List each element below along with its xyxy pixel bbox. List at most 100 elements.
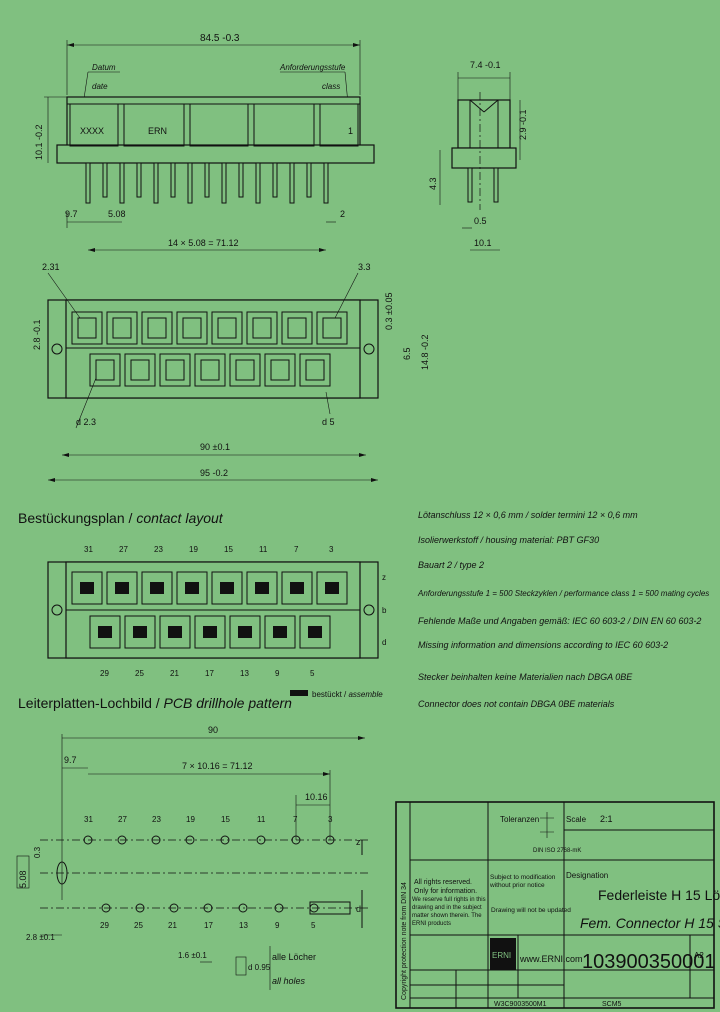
- side-view: 7.4 -0.1 2.9 -0.1 4.3 0.5 10.1: [428, 60, 528, 251]
- pcb-top-number: 7: [293, 815, 298, 824]
- pcb-top-number: 3: [328, 815, 333, 824]
- front-view: 84.5 -0.3 Datum date Anforderungsstufe c…: [34, 33, 375, 252]
- pcb-bottom-number: 5: [311, 921, 316, 930]
- pcb-heading-de: Leiterplatten-Lochbild: [18, 695, 152, 711]
- front-dim-pitch-total: 14 × 5.08 = 71.12: [168, 238, 239, 248]
- front-label-class: class: [322, 82, 340, 91]
- front-dim-height: 10.1 -0.2: [34, 124, 44, 160]
- tb-title-de: Federleiste H 15 Löt: [598, 887, 720, 903]
- contact-top-number: 15: [224, 545, 233, 554]
- pcb-bottom-number: 21: [168, 921, 177, 930]
- front-label-date: date: [92, 82, 108, 91]
- bottom-dim-d5: d 5: [322, 417, 335, 427]
- legend-en: assemble: [348, 690, 383, 699]
- tb-dwg: SCM5: [602, 1001, 622, 1008]
- spec-line: Lötanschluss 12 × 0,6 mm / solder termin…: [418, 510, 638, 520]
- layout-contacts-top: [71, 571, 348, 605]
- tb-designation-label: Designation: [566, 871, 608, 880]
- pcb-bottom-number: 25: [134, 921, 143, 930]
- bottom-dim-d23: d 2.3: [76, 417, 96, 427]
- pcb-dim-total: 90: [208, 725, 218, 735]
- pcb-holes-top: [83, 835, 335, 845]
- pcb-row-d: d: [356, 904, 361, 914]
- contact-row-label: d: [382, 638, 386, 647]
- side-dim-offset: 10.1: [474, 238, 492, 248]
- front-mark-ern: ERN: [148, 126, 167, 136]
- pcb-note-en: all holes: [272, 976, 306, 986]
- spec-line: Bauart 2 / type 2: [418, 560, 484, 570]
- spec-line: Stecker beinhalten keine Materialien nac…: [418, 672, 633, 682]
- pcb-top-number: 19: [186, 815, 195, 824]
- pcb-holes-bottom: [101, 903, 319, 913]
- bottom-dim-gap: 3.3: [358, 262, 371, 272]
- bottom-dim-hole: 2.31: [42, 262, 60, 272]
- contact-layout: Bestückungsplan / contact layout 31 27 2…: [18, 510, 387, 699]
- pcb-dim-fix: 2.8 ±0.1: [26, 933, 55, 942]
- front-pins: [85, 162, 329, 204]
- contact-top-number: 31: [84, 545, 93, 554]
- tb-brand: ERNI: [492, 951, 511, 960]
- spec-line: Anforderungsstufe 1 = 500 Steckzyklen / …: [417, 589, 709, 598]
- pcb-dim-left: 9.7: [64, 755, 77, 765]
- pcb-heading-en: PCB drillhole pattern: [164, 695, 293, 711]
- pcb-dim-small: 0.3: [33, 846, 42, 858]
- svg-text:Leiterplatten-Lochbild: Leiterplatten-Lochbild / PCB drillhole p…: [18, 695, 292, 711]
- side-dim-width: 7.4 -0.1: [470, 60, 501, 70]
- contact-top-number: 19: [189, 545, 198, 554]
- front-label-datum: Datum: [92, 63, 116, 72]
- pcb-top-number: 23: [152, 815, 161, 824]
- specs: Lötanschluss 12 × 0,6 mm / solder termin…: [417, 510, 709, 709]
- layout-contacts-bottom: [89, 615, 331, 649]
- tb-doc-id: W3C9003500M1: [494, 1001, 547, 1008]
- tb-drawing-note: Drawing will not be updated: [491, 907, 571, 914]
- contact-bottom-number: 25: [135, 669, 144, 678]
- side-dim-height: 4.3: [428, 177, 438, 190]
- tb-scale-label: Scale: [566, 815, 587, 824]
- pcb-note-de: alle Löcher: [272, 952, 316, 962]
- legend-swatch: [290, 690, 308, 696]
- svg-text:Bestückungsplan /: Bestückungsplan / contact layout: [18, 510, 224, 526]
- tb-part-number: 103900350001: [582, 951, 715, 973]
- pcb-dim-hole-dia: d 0.95: [248, 963, 271, 972]
- contact-bottom-number: 13: [240, 669, 249, 678]
- pcb-dim-row: 5.08: [18, 870, 28, 888]
- front-dim-left: 9.7: [65, 209, 78, 219]
- pcb-top-number: 11: [257, 815, 266, 824]
- pcb-bottom-number: 9: [275, 921, 280, 930]
- bottom-contacts-bottom: [89, 353, 331, 387]
- pcb-bottom-number: 17: [204, 921, 213, 930]
- pcb-dim-pitch: 10.16: [305, 792, 328, 802]
- svg-text:bestückt / assem: bestückt / assemble: [312, 690, 383, 699]
- tb-side-note: Copyright protection note from DIN 34: [401, 882, 408, 1000]
- bottom-dim-95: 95 -0.2: [200, 468, 228, 478]
- spec-line: Missing information and dimensions accor…: [418, 640, 668, 650]
- legend-de: bestückt: [312, 690, 343, 699]
- tb-scale-value: 2:1: [600, 814, 613, 824]
- contact-top-number: 3: [329, 545, 334, 554]
- title-block: Copyright protection note from DIN 34 To…: [395, 801, 720, 1009]
- pcb-pattern: Leiterplatten-Lochbild / PCB drillhole p…: [16, 695, 370, 990]
- contact-row-label: b: [382, 606, 387, 615]
- contact-row-label: z: [382, 573, 386, 582]
- contact-layout-heading-en: contact layout: [136, 510, 223, 526]
- front-label-anforderungsstufe: Anforderungsstufe: [279, 63, 346, 72]
- front-comb: [69, 103, 359, 147]
- pcb-dim-pitch-total: 7 × 10.16 = 71.12: [182, 761, 253, 771]
- contact-top-number: 7: [294, 545, 299, 554]
- contact-bottom-number: 21: [170, 669, 179, 678]
- tb-revision: A2: [694, 951, 704, 960]
- pcb-top-number: 27: [118, 815, 127, 824]
- tb-rights-info: Only for information.: [414, 888, 477, 895]
- pcb-row-z: z: [356, 837, 361, 847]
- tb-rights-de: All rights reserved.: [414, 879, 472, 886]
- bottom-dim-tol: 0.3 ±0.05: [384, 293, 394, 330]
- front-mark-xxxx: XXXX: [80, 126, 104, 136]
- spec-line: Fehlende Maße und Angaben gemäß: IEC 60 …: [418, 616, 701, 626]
- contact-layout-heading-de: Bestückungsplan: [18, 510, 125, 526]
- contact-bottom-number: 5: [310, 669, 315, 678]
- pcb-bottom-number: 29: [100, 921, 109, 930]
- tb-tolerances-label: Toleranzen: [500, 815, 539, 824]
- front-dim-overall: 84.5 -0.3: [200, 33, 240, 44]
- side-dim-tail: 2.9 -0.1: [518, 109, 528, 140]
- pcb-dim-hole-small: 1.6 ±0.1: [178, 951, 207, 960]
